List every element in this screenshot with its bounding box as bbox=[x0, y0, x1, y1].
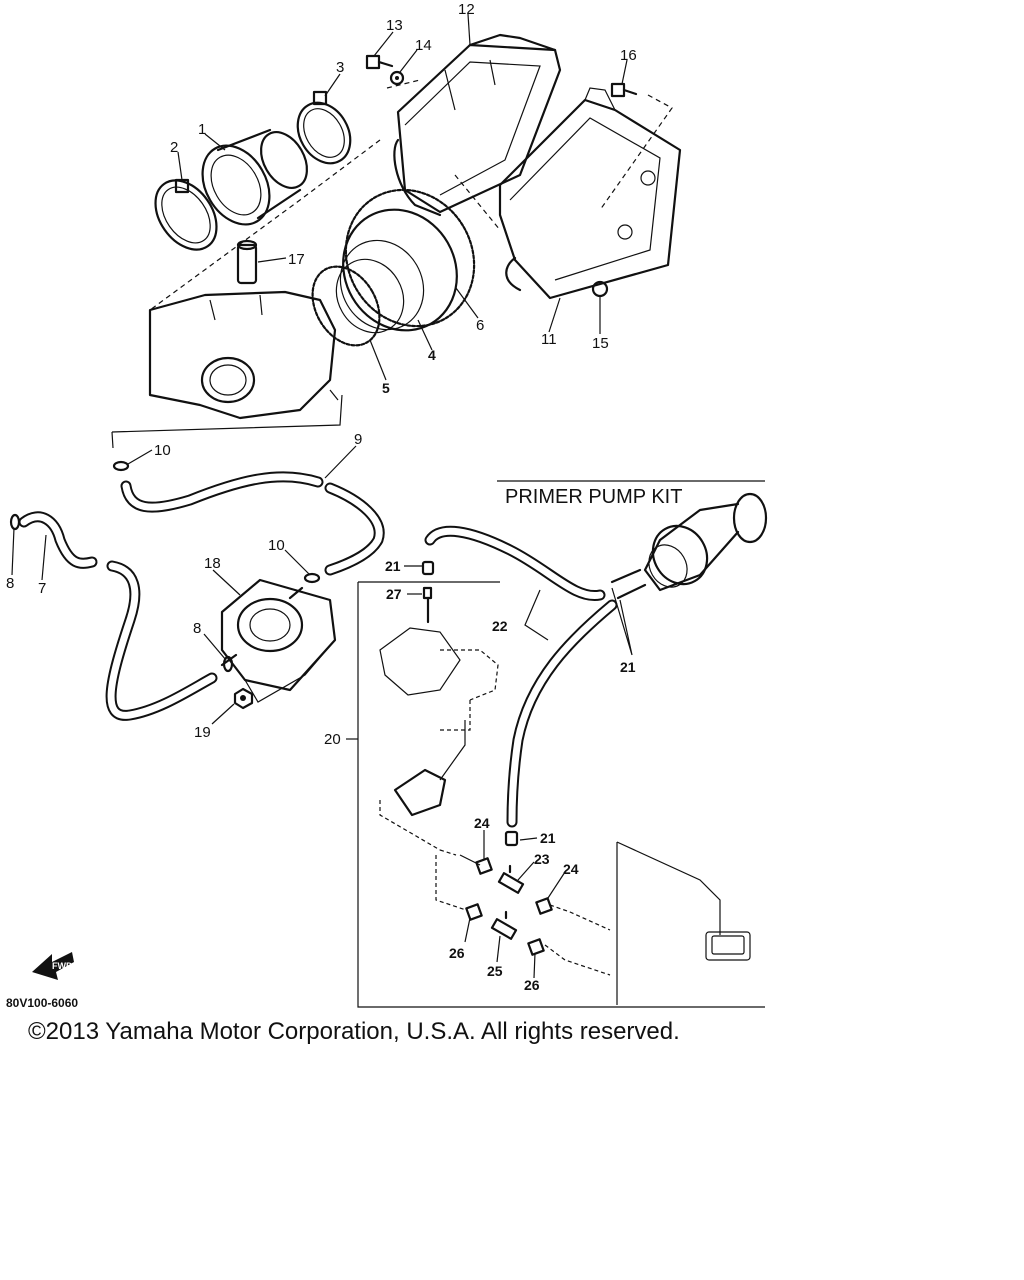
callout-6: 6 bbox=[476, 317, 484, 334]
connector-24-left bbox=[475, 857, 493, 875]
callout-21-lower: 21 bbox=[540, 830, 556, 846]
callout-leaders bbox=[11, 13, 633, 979]
air-box-lower bbox=[498, 87, 682, 300]
callout-21-top: 21 bbox=[385, 558, 401, 574]
callout-17: 17 bbox=[288, 251, 305, 268]
kit-tube-routing bbox=[435, 841, 751, 1005]
primer-kit-frame bbox=[357, 480, 765, 1008]
gasket-5 bbox=[311, 265, 381, 347]
callout-8-left: 8 bbox=[6, 575, 14, 592]
callout-11: 11 bbox=[541, 331, 557, 348]
callout-9: 9 bbox=[354, 431, 362, 448]
hose-9 bbox=[120, 471, 385, 576]
callout-15: 15 bbox=[592, 335, 609, 352]
engine-case-outline bbox=[148, 290, 339, 420]
callout-19: 19 bbox=[194, 724, 211, 741]
primer-tube-22 bbox=[424, 525, 618, 828]
clip-10-lower bbox=[303, 572, 321, 584]
nut-19 bbox=[233, 687, 254, 710]
clip-8-left bbox=[9, 513, 21, 531]
fitting-21-lower bbox=[504, 830, 519, 847]
callout-23: 23 bbox=[534, 851, 550, 867]
carburetor-outline bbox=[379, 627, 499, 731]
needle-27 bbox=[422, 586, 433, 624]
callout-12: 12 bbox=[458, 1, 475, 18]
svg-text:FWD: FWD bbox=[52, 961, 73, 971]
callout-2: 2 bbox=[170, 139, 178, 156]
connector-24-right bbox=[535, 897, 553, 915]
air-box-upper bbox=[393, 33, 562, 217]
callout-20: 20 bbox=[324, 731, 341, 748]
seal-ring-6 bbox=[344, 188, 476, 328]
bolt-13 bbox=[365, 54, 394, 70]
hose-7 bbox=[18, 511, 218, 721]
fuel-pump-18 bbox=[220, 578, 337, 703]
callout-13: 13 bbox=[386, 17, 403, 34]
callout-24-right: 24 bbox=[563, 861, 579, 877]
fwd-arrow-icon: FWD bbox=[32, 952, 74, 980]
callout-22: 22 bbox=[492, 618, 508, 634]
bolt-16 bbox=[610, 82, 638, 98]
tee-23 bbox=[497, 864, 525, 894]
callout-21-right: 21 bbox=[620, 659, 636, 675]
callout-10-lower: 10 bbox=[268, 537, 285, 554]
clamp-3 bbox=[296, 90, 352, 165]
callout-26-left: 26 bbox=[449, 945, 465, 961]
callout-10-upper: 10 bbox=[154, 442, 171, 459]
tee-25 bbox=[490, 910, 518, 940]
callout-16: 16 bbox=[620, 47, 637, 64]
callout-5: 5 bbox=[382, 380, 390, 396]
joint-1 bbox=[201, 128, 309, 226]
callout-14: 14 bbox=[415, 37, 432, 54]
callout-26-right: 26 bbox=[524, 977, 540, 993]
callout-24-left: 24 bbox=[474, 815, 490, 831]
washer-14 bbox=[389, 70, 405, 86]
callout-7: 7 bbox=[38, 580, 46, 597]
exploded-parts-diagram: FWD 12 13 14 3 bbox=[6, 1, 768, 1010]
plug-17 bbox=[236, 239, 258, 285]
callout-25: 25 bbox=[487, 963, 503, 979]
connector-26-left bbox=[465, 903, 483, 921]
callout-3: 3 bbox=[336, 59, 344, 76]
diagram-code: 80V100-6060 bbox=[6, 996, 78, 1010]
callout-18: 18 bbox=[204, 555, 221, 572]
clip-10-upper bbox=[112, 460, 130, 472]
callout-27: 27 bbox=[386, 586, 402, 602]
fitting-21-top bbox=[421, 560, 435, 576]
callout-4: 4 bbox=[428, 347, 436, 363]
kit-fuel-pump bbox=[379, 720, 466, 851]
clamp-2 bbox=[154, 178, 218, 251]
callout-1: 1 bbox=[198, 121, 206, 138]
filter-element-4 bbox=[335, 208, 458, 334]
kit-title: PRIMER PUMP KIT bbox=[505, 486, 682, 508]
callout-8-upper: 8 bbox=[193, 620, 201, 637]
copyright-notice: ©2013 Yamaha Motor Corporation, U.S.A. A… bbox=[28, 1018, 680, 1045]
primer-pump bbox=[610, 492, 768, 600]
connector-26-right bbox=[527, 938, 545, 956]
reference-lines bbox=[111, 79, 673, 449]
